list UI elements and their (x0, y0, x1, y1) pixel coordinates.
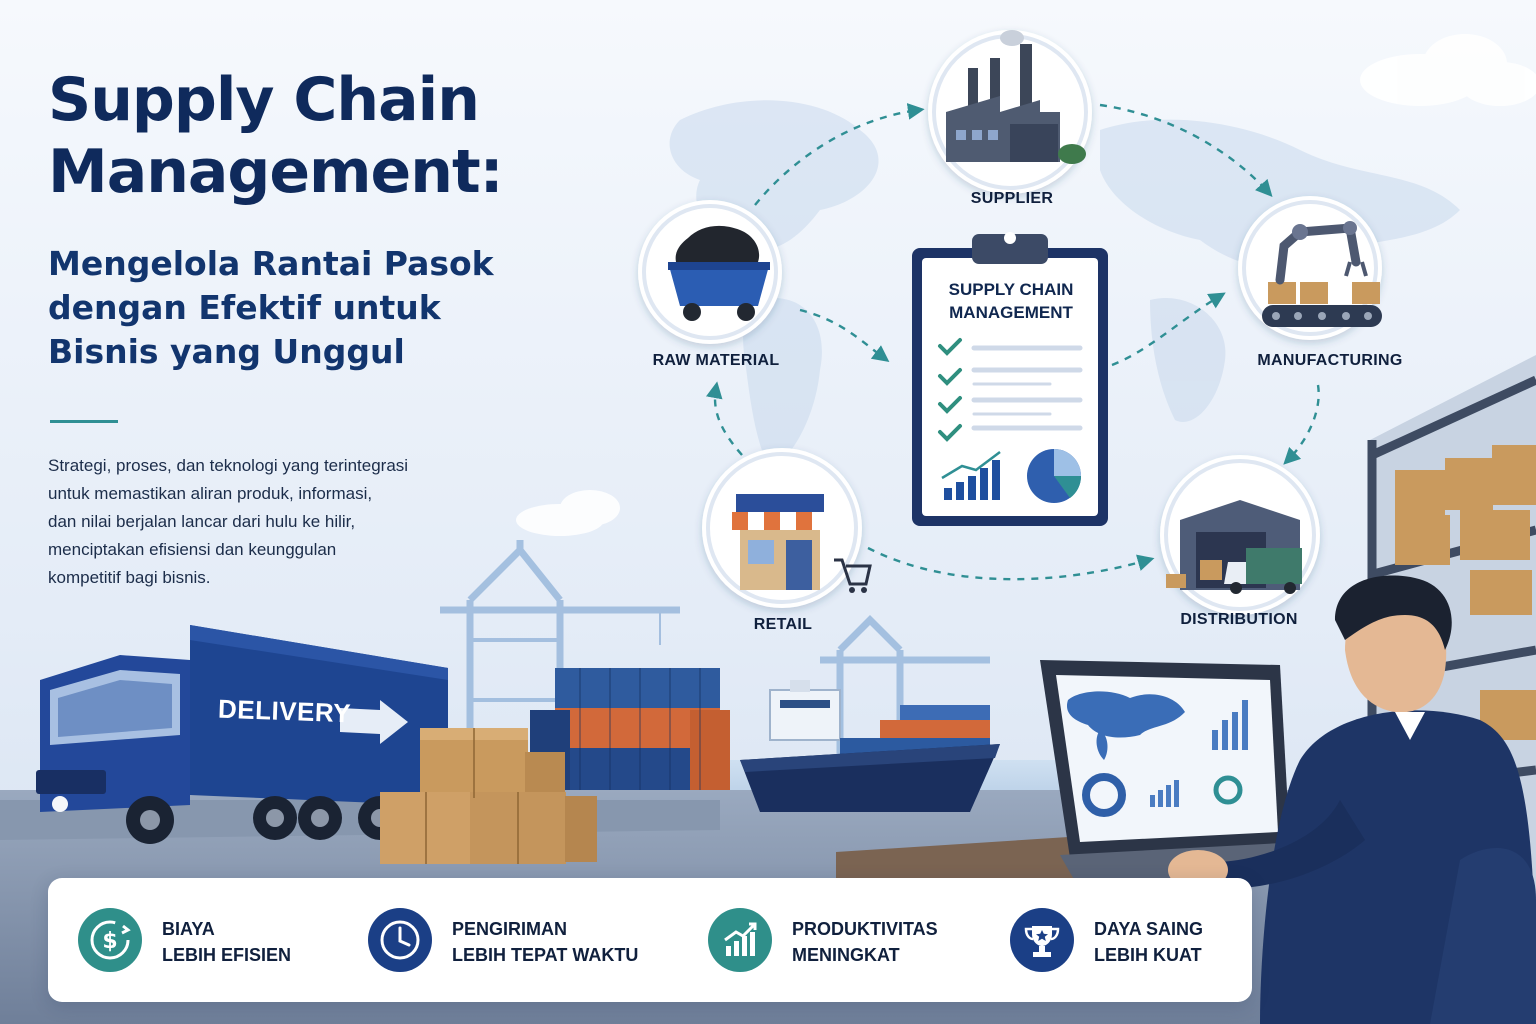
clipboard (912, 232, 1108, 526)
svg-text:$: $ (102, 929, 117, 954)
benefit-text: BIAYA LEBIH EFISIEN (162, 916, 291, 968)
benefit-line: LEBIH EFISIEN (162, 945, 292, 965)
mine-cart-icon (668, 225, 770, 321)
node-label-distribution: DISTRIBUTION (1180, 611, 1298, 628)
page-title: Supply Chain Management: (48, 64, 668, 208)
benefit-text: DAYA SAING LEBIH KUAT (1094, 916, 1203, 968)
node-label-raw-material: RAW MATERIAL (652, 352, 780, 369)
description-line: kompetitif bagi bisnis. (48, 568, 211, 587)
subtitle-line: Bisnis yang Unggul (48, 332, 405, 371)
description-line: dan nilai berjalan lancar dari hulu ke h… (48, 512, 356, 531)
cloud-icon (516, 34, 1536, 536)
node-label-manufacturing: MANUFACTURING (1257, 352, 1403, 369)
title-line: Management: (48, 137, 504, 207)
trophy-icon (1010, 908, 1074, 972)
robot-arm-conveyor-icon (1262, 221, 1382, 327)
truck-label: DELIVERY (217, 693, 352, 729)
description-line: untuk memastikan aliran produk, informas… (48, 484, 373, 503)
businessman (1168, 575, 1536, 1024)
benefit-line: PRODUKTIVITAS (792, 919, 938, 939)
title-line: Supply Chain (48, 65, 480, 135)
benefits-bar: $ BIAYA LEBIH EFISIEN PENGIRIMAN LEBIH T… (48, 878, 1252, 1002)
description-line: Strategi, proses, dan teknologi yang ter… (48, 456, 409, 475)
container-stacks (530, 668, 730, 790)
warehouse-truck-icon (1166, 500, 1302, 594)
clock-icon (368, 908, 432, 972)
growth-chart-icon (708, 908, 772, 972)
benefit-line: MENINGKAT (792, 945, 900, 965)
benefit-line: LEBIH TEPAT WAKTU (452, 945, 639, 965)
checkmark-icon (938, 338, 962, 442)
benefit-line: LEBIH KUAT (1094, 945, 1202, 965)
store-icon (732, 494, 872, 593)
clipboard-title-line: MANAGEMENT (949, 303, 1073, 322)
benefit-line: PENGIRIMAN (452, 919, 568, 939)
node-label-retail: RETAIL (753, 616, 813, 633)
cycle-arrows (705, 103, 1320, 581)
benefit-text: PENGIRIMAN LEBIH TEPAT WAKTU (452, 916, 638, 968)
laptop-dashboard (1066, 691, 1248, 817)
clipboard-title-line: SUPPLY CHAIN (948, 280, 1074, 299)
clipboard-title: SUPPLY CHAIN MANAGEMENT (918, 278, 1104, 324)
benefit-line: DAYA SAING (1094, 919, 1204, 939)
description: Strategi, proses, dan teknologi yang ter… (48, 452, 548, 592)
benefit-line: BIAYA (162, 919, 215, 939)
description-line: menciptakan efisiensi dan keunggulan (48, 540, 337, 559)
cardboard-boxes (380, 728, 597, 864)
divider (50, 420, 118, 423)
delivery-truck (36, 625, 448, 844)
page-subtitle: Mengelola Rantai Pasok dengan Efektif un… (48, 242, 608, 374)
benefit-text: PRODUKTIVITAS MENINGKAT (792, 916, 938, 968)
node-label-supplier: SUPPLIER (970, 190, 1054, 207)
dollar-cycle-icon: $ (78, 908, 142, 972)
subtitle-line: Mengelola Rantai Pasok (48, 244, 494, 283)
cargo-ship (740, 680, 1000, 812)
subtitle-line: dengan Efektif untuk (48, 288, 441, 327)
factory-icon (946, 30, 1086, 164)
